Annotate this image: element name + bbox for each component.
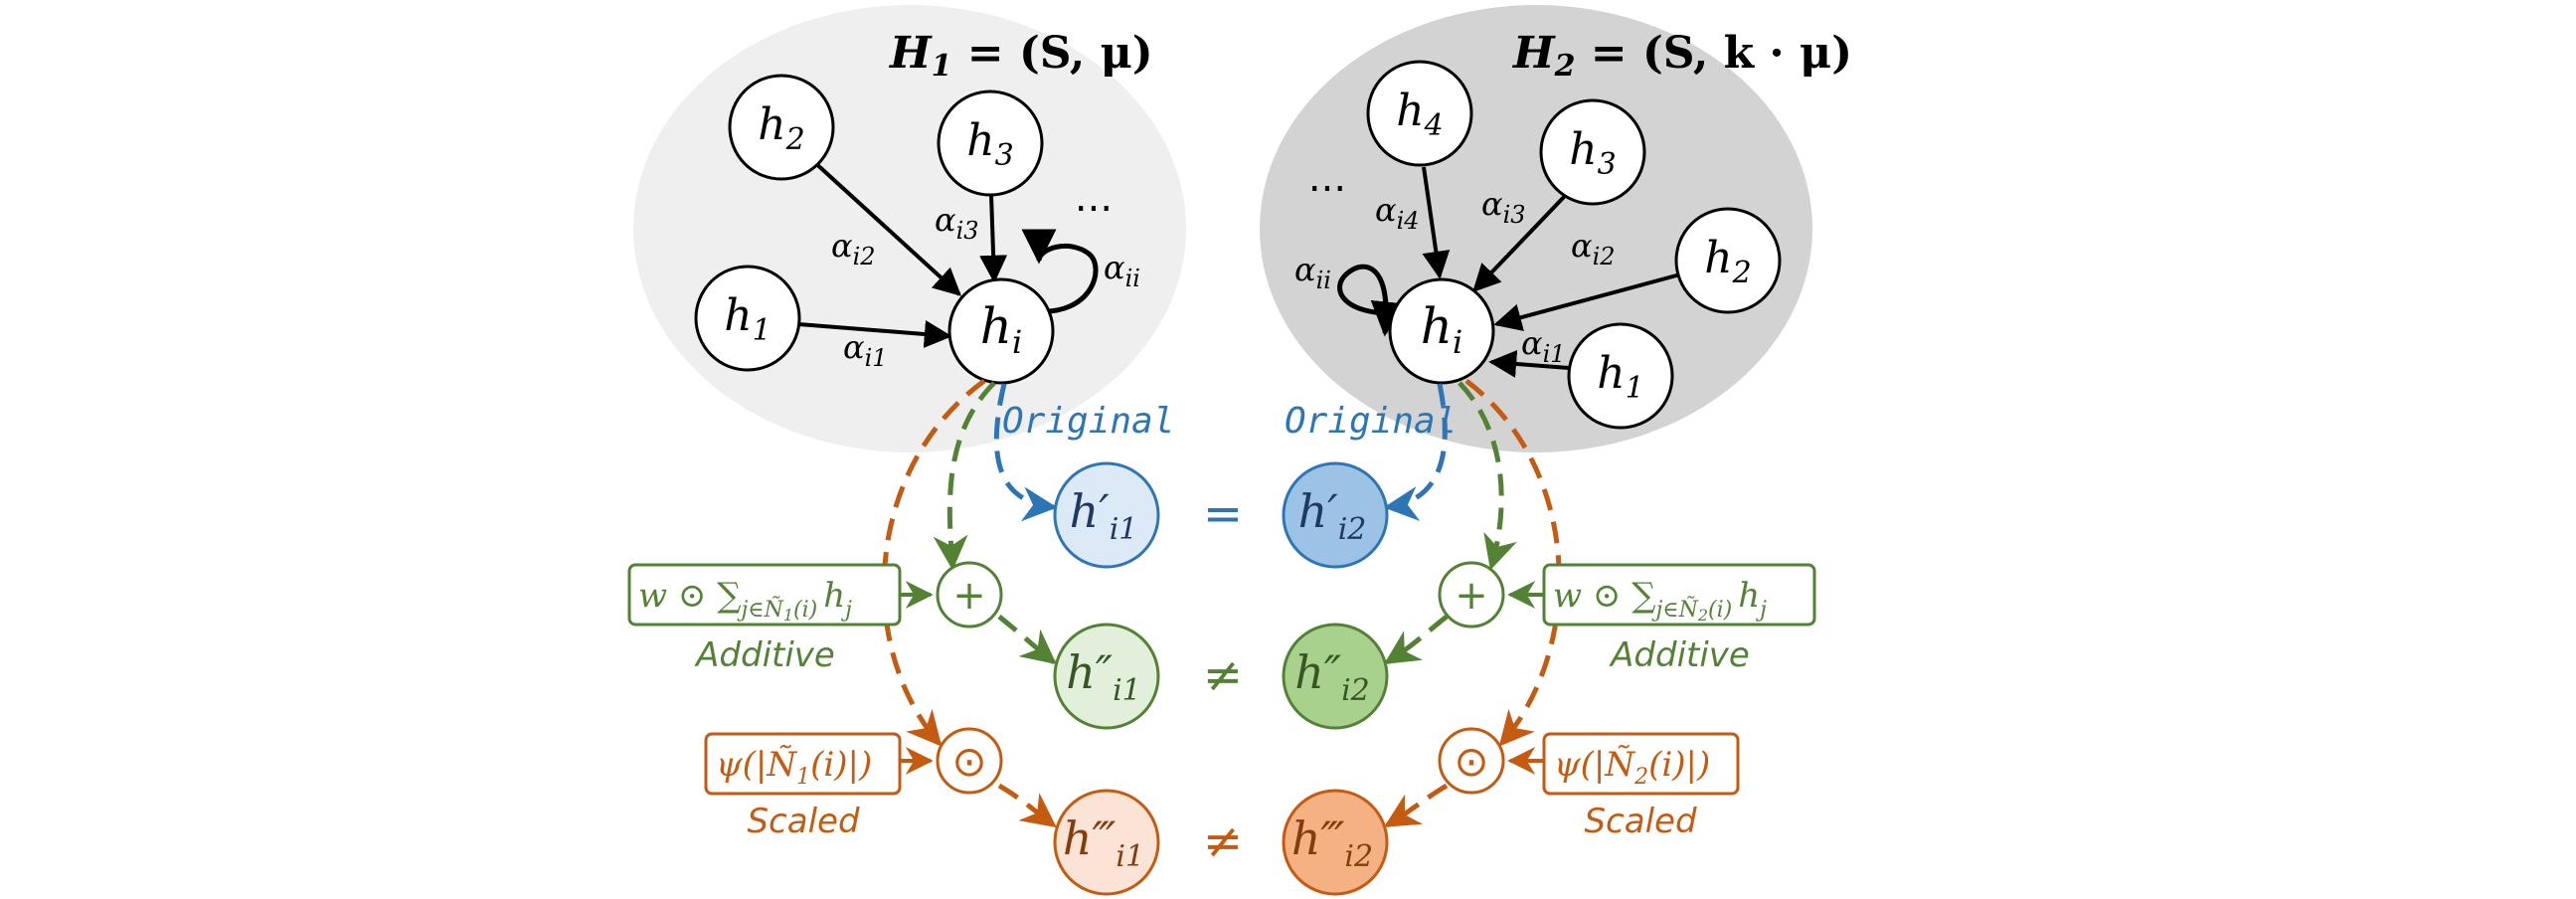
right-original-arrow (1383, 383, 1448, 521)
right-label-ai3: αi3 (1481, 185, 1526, 229)
svg-text:h‴i1: h‴i1 (1063, 811, 1144, 874)
left-edge-h3 (979, 194, 1008, 283)
relation-additive: ≠ (1203, 647, 1243, 703)
svg-text:⊙: ⊙ (1454, 737, 1488, 786)
left-plus-operator: + (936, 561, 1003, 629)
right-ellipsis: ... (1308, 155, 1346, 201)
output-additive-right: h″i2 (1282, 623, 1389, 730)
right-additive-arrow-1 (1458, 381, 1517, 571)
svg-text:w ⊙ ∑j∈Ñ2(i)hj: w ⊙ ∑j∈Ñ2(i)hj (1553, 576, 1767, 625)
svg-text:h1: h1 (724, 290, 771, 348)
label-scaled-right: Scaled (1584, 802, 1696, 841)
right-label-ai2: αi2 (1571, 227, 1616, 270)
left-scaled-arrow-2 (997, 783, 1057, 828)
right-graph: H2 = (S, k · μ) h4 h3 h2 h1 hi ... (1260, 5, 1852, 452)
right-edge-h1 (1488, 349, 1570, 378)
left-label-ai3: αi3 (935, 201, 979, 245)
svg-text:+: + (1455, 573, 1488, 619)
svg-text:+: + (952, 573, 986, 619)
svg-text:h2: h2 (1704, 233, 1751, 290)
svg-text:h″i2: h″i2 (1294, 645, 1370, 708)
svg-text:⊙: ⊙ (951, 737, 986, 786)
label-original-right: Original (1285, 401, 1457, 442)
right-label-ai1: αi1 (1521, 324, 1566, 368)
svg-text:h3: h3 (966, 115, 1013, 173)
right-plus-operator: + (1438, 561, 1505, 629)
right-label-ai4: αi4 (1375, 191, 1420, 235)
left-label-ai1: αi1 (843, 328, 888, 372)
svg-text:h4: h4 (1396, 86, 1443, 143)
left-scaled-formula-box: ψ(|Ñ1(i)|) (704, 732, 902, 796)
svg-text:h1: h1 (1597, 348, 1643, 406)
left-label-ai2: αi2 (831, 227, 876, 270)
left-edge-h2 (811, 159, 962, 296)
svg-text:h2: h2 (758, 99, 804, 157)
output-additive-left: h″i1 (1053, 623, 1160, 730)
svg-text:h″i1: h″i1 (1066, 645, 1141, 708)
left-node-hi: hi (947, 277, 1055, 385)
label-scaled-left: Scaled (747, 802, 859, 841)
right-additive-formula-box: w ⊙ ∑j∈Ñ2(i)hj (1542, 563, 1816, 627)
right-odot-operator: ⊙ (1438, 727, 1505, 795)
right-scaled-formula-box: ψ(|Ñ2(i)|) (1542, 732, 1740, 796)
right-node-h3: h3 (1539, 98, 1646, 206)
right-edge-self-loop (1337, 264, 1406, 337)
right-scaled-arrow-1 (1464, 379, 1562, 747)
label-additive-left: Additive (694, 635, 835, 675)
left-edge-h1 (797, 320, 952, 348)
right-node-h4: h4 (1366, 60, 1473, 167)
left-graph: H1 = (S, μ) h2 h3 h1 hi ... αi2 αi3 αi1 … (633, 5, 1186, 452)
right-edge-h2 (1493, 272, 1681, 331)
label-additive-right: Additive (1609, 635, 1750, 675)
label-original-left: Original (1002, 401, 1174, 442)
relation-original: = (1203, 486, 1243, 542)
output-scaled-right: h‴i2 (1282, 789, 1389, 896)
svg-text:ψ(|Ñ2(i)|): ψ(|Ñ2(i)|) (1554, 744, 1710, 790)
svg-text:w ⊙ ∑j∈Ñ1(i)hj: w ⊙ ∑j∈Ñ1(i)hj (638, 576, 852, 625)
right-graph-title: H2 = (S, k · μ) (1511, 28, 1852, 84)
left-edge-self-loop (1021, 229, 1099, 314)
right-label-aii: αii (1294, 251, 1331, 294)
right-edge-h3 (1472, 193, 1568, 293)
svg-text:hi: hi (980, 297, 1022, 361)
svg-text:hi: hi (1421, 297, 1462, 361)
right-additive-arrow-2 (1384, 615, 1449, 665)
output-original-right: h′i2 (1282, 461, 1389, 569)
relation-scaled: ≠ (1203, 813, 1243, 869)
left-node-h1: h1 (694, 265, 801, 372)
right-scaled-arrow-2 (1383, 783, 1449, 828)
left-scaled-arrow-1 (881, 378, 986, 747)
left-additive-arrow-2 (997, 615, 1057, 665)
svg-text:h‴i2: h‴i2 (1291, 811, 1373, 874)
right-node-h2: h2 (1674, 207, 1782, 314)
left-additive-formula-box: w ⊙ ∑j∈Ñ1(i)hj (627, 563, 902, 627)
svg-text:h′i1: h′i1 (1070, 484, 1138, 547)
left-additive-arrow-1 (933, 381, 996, 571)
svg-text:h3: h3 (1569, 124, 1616, 182)
left-graph-title: H1 = (S, μ) (888, 28, 1153, 84)
svg-text:ψ(|Ñ1(i)|): ψ(|Ñ1(i)|) (716, 744, 872, 790)
left-node-h2: h2 (728, 74, 835, 181)
right-node-hi: hi (1388, 277, 1495, 385)
right-edge-h4 (1422, 166, 1451, 279)
left-ellipsis: ... (1075, 175, 1113, 221)
left-node-h3: h3 (937, 90, 1044, 197)
left-label-aii: αii (1104, 249, 1140, 292)
right-node-h1: h1 (1567, 322, 1674, 430)
output-original-left: h′i1 (1053, 461, 1160, 569)
output-scaled-left: h‴i1 (1053, 789, 1160, 896)
left-original-arrow (993, 383, 1058, 522)
left-odot-operator: ⊙ (936, 727, 1003, 795)
svg-text:h′i2: h′i2 (1298, 484, 1367, 547)
flow-arrows (881, 378, 1562, 828)
